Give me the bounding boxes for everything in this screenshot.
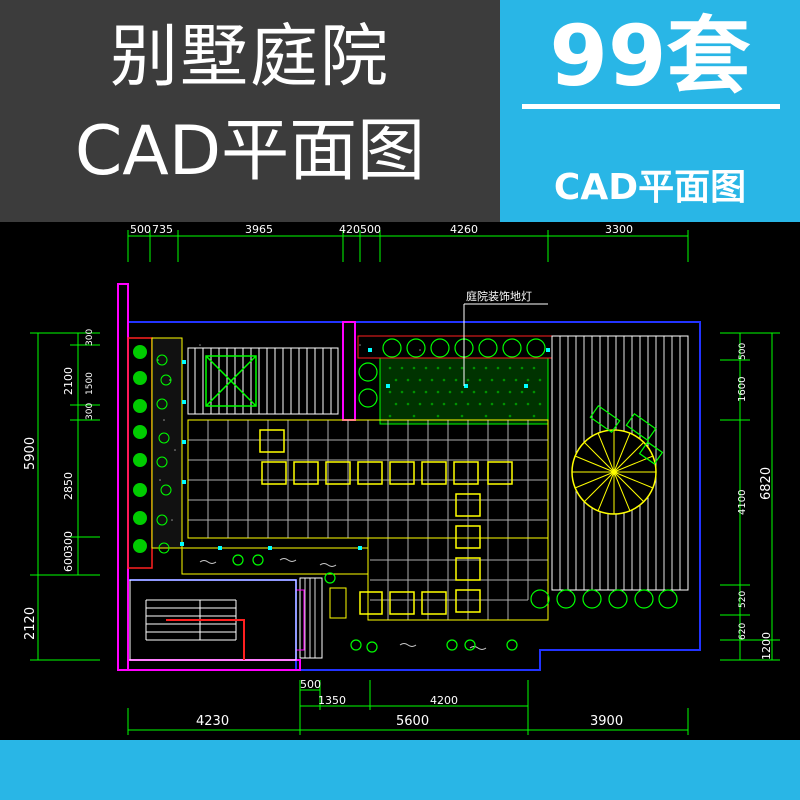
lily-icons — [232, 554, 518, 653]
footer-bar — [0, 740, 800, 800]
right-dim-inner-4: 520 — [738, 591, 748, 608]
paving-grid — [188, 420, 548, 620]
path-lamp-icons — [180, 360, 362, 550]
left-dimension-lines — [30, 332, 100, 661]
top-dim-7: 3300 — [605, 223, 633, 236]
bottom-dim-row3-3: 3900 — [590, 714, 623, 729]
title-line-1: 别墅庭院 — [109, 18, 390, 97]
bottom-dim-row2-1: 1350 — [318, 694, 346, 707]
ground-lamp-icons — [368, 348, 550, 388]
water-feature — [181, 547, 369, 575]
pergola-furniture — [205, 355, 257, 407]
parasol-icon — [571, 404, 664, 515]
stair-room — [129, 579, 297, 661]
shrub-column-left — [133, 345, 147, 553]
gravel-strip — [151, 337, 183, 549]
right-dim-inner-1: 500 — [738, 343, 748, 360]
top-dimension-line — [127, 230, 689, 262]
house-wall-bottom — [127, 659, 301, 671]
banner-count-panel — [500, 0, 800, 222]
bottom-dim-row3-1: 4230 — [196, 714, 229, 729]
left-dim-inner-3: 1500 — [85, 372, 95, 395]
left-dim-inner-7: 300 — [62, 531, 75, 552]
left-dim-inner-2: 2100 — [62, 367, 75, 395]
top-dim-6: 4260 — [450, 223, 478, 236]
right-dimension-lines — [720, 332, 780, 661]
bottom-dim-row3-2: 5600 — [396, 714, 429, 729]
pergola-deck — [187, 347, 339, 415]
top-dim-4: 420 — [339, 223, 360, 236]
stepping-stones — [259, 429, 513, 615]
shrub-row-deck — [530, 589, 678, 609]
top-dim-1: 500 — [130, 223, 151, 236]
left-dim-outer-2: 2120 — [23, 607, 38, 640]
bottom-dimension-lines — [127, 680, 689, 735]
top-dim-2: 735 — [152, 223, 173, 236]
left-dim-inner-4: 300 — [85, 403, 95, 420]
divider-rule — [522, 104, 780, 109]
house-wall-pillar — [342, 321, 356, 421]
right-dim-inner-6: 1200 — [760, 632, 773, 660]
bottom-dim-row1: 500 — [300, 678, 321, 691]
right-dim-inner-3: 4100 — [737, 490, 748, 515]
garden-steps — [299, 577, 323, 659]
title-line-2: CAD平面图 — [74, 112, 426, 191]
left-dim-inner-1: 300 — [85, 329, 95, 346]
water-ripples — [199, 558, 487, 650]
left-dim-inner-6: 600 — [62, 551, 75, 572]
top-dim-3: 3965 — [245, 223, 273, 236]
set-count: 99套 — [549, 7, 751, 105]
right-dim-inner-5: 620 — [738, 623, 748, 640]
left-dim-inner-5: 2850 — [62, 472, 75, 500]
pergola-slats — [194, 348, 332, 414]
left-dim-outer-1: 5900 — [23, 437, 38, 470]
house-wall-left — [117, 283, 129, 671]
banner-title-panel — [0, 0, 500, 222]
top-dim-5: 500 — [360, 223, 381, 236]
cad-plan-drawing: 500 735 3965 420 500 4260 3300 500 1350 … — [23, 223, 780, 735]
shrub-row-top — [358, 338, 546, 408]
ground-cover-left — [156, 354, 172, 554]
cad-floor-plan: 500 735 3965 420 500 4260 3300 500 1350 … — [0, 222, 800, 740]
right-dim-outer: 6820 — [759, 467, 774, 500]
stair-handrail — [166, 619, 245, 660]
bottom-dim-row2-2: 4200 — [430, 694, 458, 707]
right-dim-inner-2: 1600 — [737, 377, 748, 402]
lamp-label: 庭院装饰地灯 — [466, 289, 532, 303]
subtitle: CAD平面图 — [553, 167, 747, 208]
